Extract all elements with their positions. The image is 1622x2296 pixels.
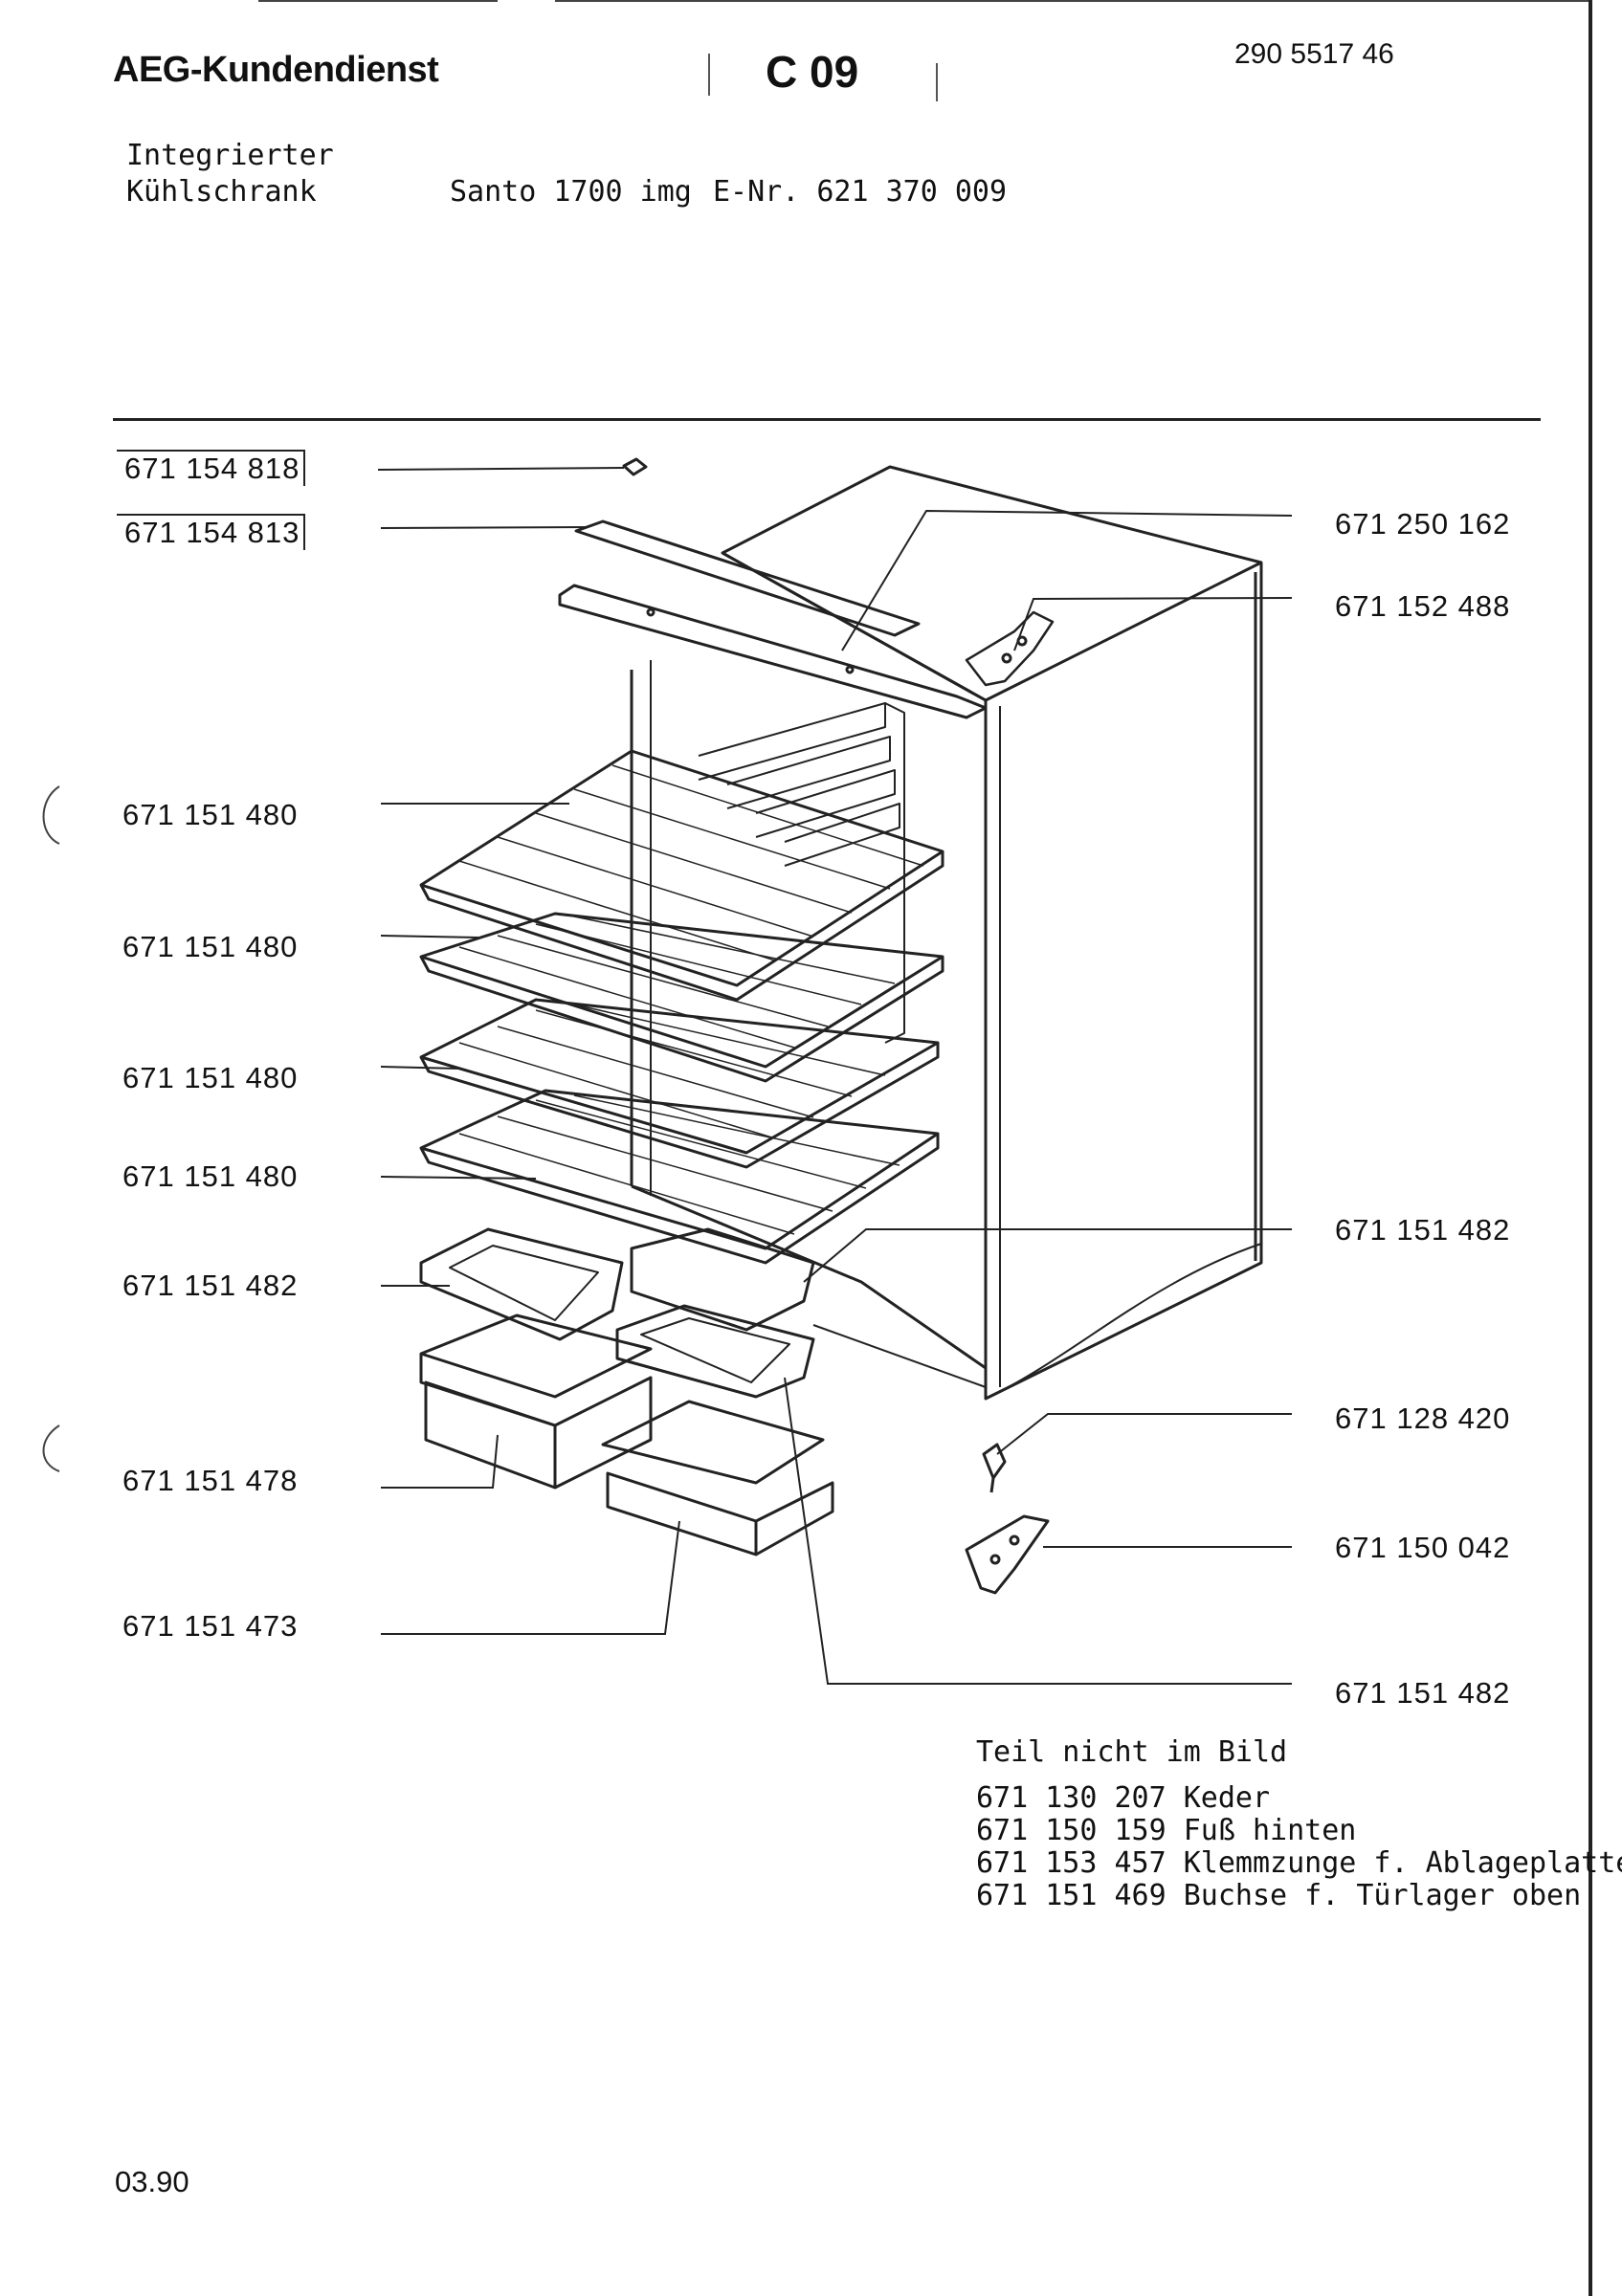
shelf-1: [419, 749, 944, 1002]
model-name: Santo 1700 img: [450, 175, 692, 209]
shelf-4: [419, 1089, 940, 1265]
sheet-divider-right: [936, 63, 938, 101]
not-pictured-section: Teil nicht im Bild 671 130 207 Keder 671…: [976, 1736, 1622, 1912]
leader-pl5: [380, 1066, 460, 1070]
crisper-frame-right: [615, 1304, 815, 1399]
leader-pr1: [841, 509, 1293, 651]
part-label-left-7: 671 151 482: [122, 1269, 299, 1302]
punch-marks: [42, 785, 60, 1472]
leader-pl8: [381, 1434, 499, 1489]
leader-pl9: [381, 1520, 680, 1635]
door-pin: [982, 1443, 1007, 1493]
part-label-left-5: 671 151 480: [122, 1061, 299, 1094]
top-rule-left: [258, 0, 498, 2]
top-rule-right: [555, 0, 1589, 2]
e-number: E-Nr. 621 370 009: [713, 175, 1008, 209]
part-label-left-6: 671 151 480: [122, 1159, 299, 1193]
leader-pr4: [996, 1413, 1292, 1455]
crisper-drawer-left: [419, 1314, 653, 1490]
sheet-code: C 09: [766, 47, 859, 97]
screw-part: [622, 457, 648, 476]
part-label-left-8: 671 151 478: [122, 1464, 299, 1497]
crisper-cover-right: [630, 1227, 815, 1332]
hinge-bracket-bottom: [965, 1514, 1050, 1595]
part-label-right-5: 671 150 042: [1335, 1531, 1511, 1564]
leader-pl4: [380, 935, 479, 938]
top-rail-outer: [574, 519, 921, 637]
not-pictured-item: 671 130 207 Keder: [976, 1781, 1271, 1815]
document-number: 290 5517 46: [1234, 38, 1394, 70]
part-label-left-3: 671 151 480: [122, 798, 299, 831]
sheet-divider-left: [708, 54, 710, 96]
header-rule: [113, 418, 1541, 421]
leader-pr3: [803, 1228, 1292, 1283]
part-label-left-9: 671 151 473: [122, 1609, 299, 1643]
part-label-right-4: 671 128 420: [1335, 1402, 1511, 1435]
shelf-slats: [458, 764, 924, 1235]
not-pictured-item: 671 151 469 Buchse f. Türlager oben: [976, 1879, 1582, 1912]
leader-pl2: [380, 526, 589, 529]
page-right-edge: [1589, 0, 1592, 2296]
shelf-2: [419, 912, 944, 1083]
part-label-left-2: 671 154 813: [117, 514, 306, 550]
part-label-left-1: 671 154 818: [117, 450, 306, 486]
issue-date: 03.90: [115, 2165, 189, 2198]
crisper-frame-left: [419, 1227, 624, 1341]
not-pictured-item: 671 150 159 Fuß hinten: [976, 1814, 1357, 1847]
leader-pr2: [1013, 597, 1293, 651]
part-label-right-1: 671 250 162: [1335, 507, 1511, 541]
crisper-drawer-right: [601, 1400, 834, 1556]
product-type-line2: Kühlschrank: [126, 175, 317, 209]
not-pictured-item: 671 153 457 Klemmzunge f. Ablageplatte: [976, 1846, 1622, 1880]
shelf-3: [419, 998, 940, 1169]
product-type-line1: Integrierter: [126, 139, 334, 172]
part-label-right-3: 671 151 482: [1335, 1213, 1511, 1247]
leader-lines: [377, 467, 1293, 1685]
part-label-left-4: 671 151 480: [122, 930, 299, 963]
not-pictured-heading: Teil nicht im Bild: [976, 1735, 1288, 1769]
part-label-right-6: 671 151 482: [1335, 1676, 1511, 1710]
leader-pr6: [784, 1377, 1292, 1685]
top-rail-inner: [558, 584, 988, 719]
leader-pl6: [380, 1176, 537, 1180]
rear-shelf-supports: [698, 702, 905, 1044]
part-label-right-2: 671 152 488: [1335, 589, 1511, 623]
leader-pl1: [377, 467, 625, 471]
brand-title: AEG-Kundendienst: [113, 50, 439, 90]
